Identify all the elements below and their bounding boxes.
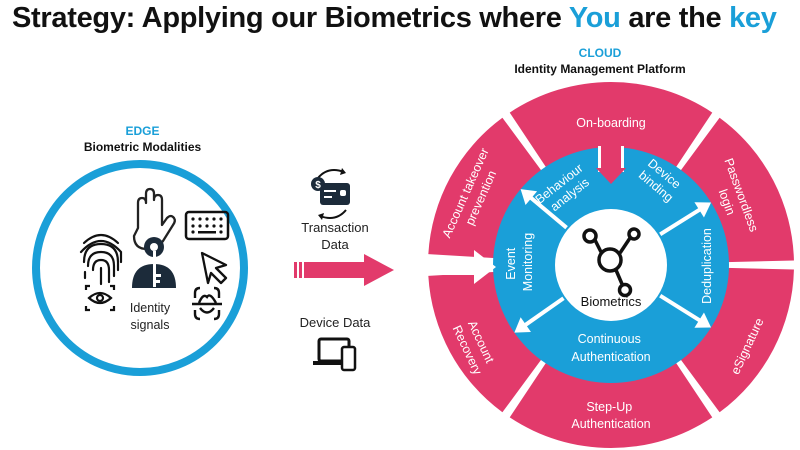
event-monitoring-label: Event Monitoring: [504, 233, 535, 291]
laptop-phone-icon: [313, 337, 357, 372]
segment-onboarding: [509, 82, 713, 169]
transaction-line1: Transaction: [301, 220, 369, 235]
edge-sublabel: Biometric Modalities: [83, 140, 202, 154]
biometrics-network-icon: [582, 227, 641, 298]
spoke-arrow-head: [514, 317, 531, 333]
continuous-line2: Authentication: [571, 350, 650, 364]
segment-stepup: [509, 361, 713, 448]
continuous-auth-label: Continuous Authentication: [571, 332, 650, 364]
edge-heading: EDGE Biometric Modalities: [70, 124, 215, 154]
flow-arrow: [294, 254, 394, 286]
identity-signals-line2: signals: [130, 318, 170, 332]
event-line2: Monitoring: [521, 233, 535, 291]
segment-recovery: [428, 271, 543, 413]
event-input-arrow: [426, 250, 496, 284]
svg-text:$: $: [315, 180, 321, 191]
spoke-arrow-head: [694, 312, 712, 328]
onboarding-arrow: [596, 146, 626, 184]
device-data-label: Device Data: [299, 315, 371, 330]
spoke-arrow-head: [694, 202, 712, 218]
segment-takeover: [428, 117, 543, 259]
face-scan-icon: [192, 286, 222, 321]
spoke-arrow-head: [520, 189, 538, 206]
continuous-line1: Continuous: [578, 332, 641, 346]
transaction-card-icon: $: [311, 168, 350, 220]
spoke-arrow-shaft: [526, 194, 568, 230]
core-label: Biometrics: [581, 294, 642, 309]
person-key-icon: [132, 237, 176, 288]
cloud-label: CLOUD: [578, 46, 622, 60]
cloud-heading: CLOUD Identity Management Platform: [505, 46, 695, 76]
event-line1: Event: [504, 247, 518, 279]
identity-signals-label: Identity signals: [115, 300, 185, 334]
transaction-data-label: Transaction Data: [290, 219, 380, 253]
step-up-auth-label: Step-Up Authentication: [571, 400, 650, 431]
title-text: Strategy: Applying our Biometrics where: [12, 2, 569, 34]
spoke-arrow-shaft: [659, 294, 704, 324]
onboarding-label: On-boarding: [576, 116, 646, 130]
deduplication-label: Deduplication: [700, 228, 714, 304]
cursor-arrow-icon: [200, 251, 228, 285]
title-highlight-key: key: [729, 2, 777, 34]
cloud-sublabel: Identity Management Platform: [514, 62, 686, 76]
eye-scan-icon: [84, 284, 116, 312]
keyboard-icon: [184, 210, 230, 241]
stepup-line1: Step-Up: [586, 400, 632, 414]
title-highlight-you: You: [568, 2, 621, 34]
edge-label: EDGE: [125, 124, 160, 138]
identity-signals-line1: Identity: [129, 301, 171, 315]
segment-passwordless: [679, 117, 794, 263]
stepup-line2: Authentication: [571, 417, 650, 431]
spoke-arrow-shaft: [521, 296, 565, 329]
spoke-arrow-shaft: [659, 206, 704, 236]
transaction-line2: Data: [321, 237, 349, 252]
fingerprint-icon: [79, 233, 123, 286]
page-title: Strategy: Applying our Biometrics where …: [12, 2, 777, 35]
title-text-2: are the: [620, 2, 730, 34]
segment-esignature: [679, 267, 794, 413]
